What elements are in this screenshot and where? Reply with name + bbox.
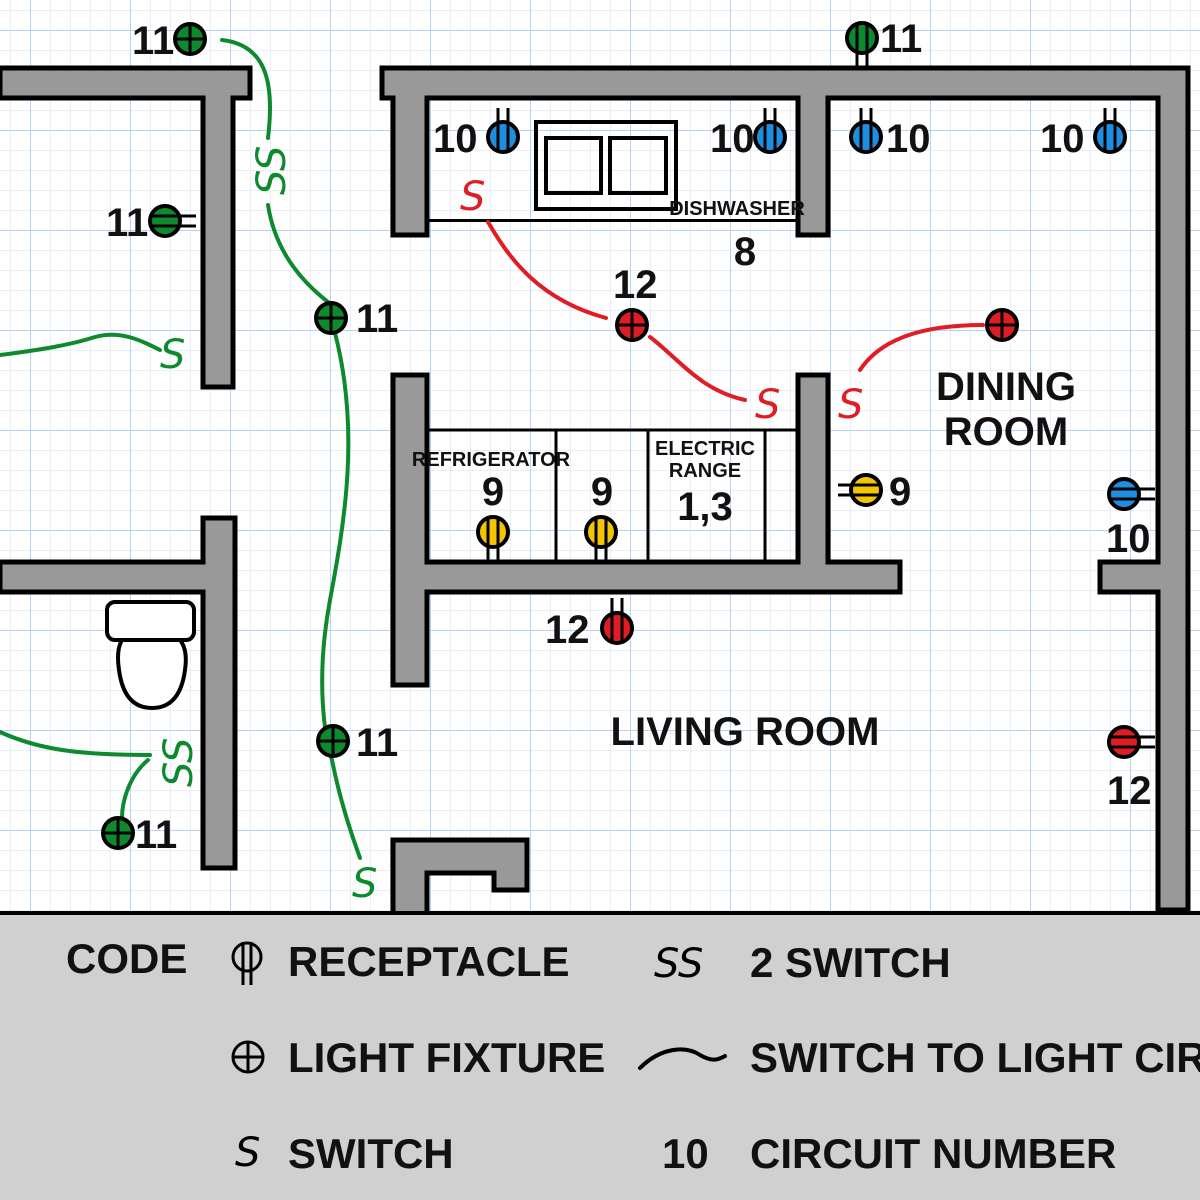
range-label: RANGE [669,460,741,482]
circuit-labels: 11 11 11 11 11 11 12 12 12 10 10 10 10 1… [106,17,1152,857]
receptacle-icon [584,515,618,560]
receptacle-icon [1107,477,1155,511]
legend-circuit-number: CIRCUIT NUMBER [750,1130,1116,1177]
dining-room-label: ROOM [944,410,1068,454]
wire-legend-icon [638,1047,727,1070]
circuit-label: 11 [106,201,148,245]
refrigerator-circuit-label: 9 [482,470,504,514]
light-fixture-icon [615,308,649,342]
light-fixture-icon [101,816,135,850]
circuit-label: 12 [545,608,590,652]
legend-two-switch: 2 SWITCH [750,939,951,986]
circuit-label: 10 [1040,117,1085,161]
circuit-label: 11 [356,297,398,341]
circuit-label: 11 [880,17,922,61]
legend-light-fixture: LIGHT FIXTURE [288,1034,605,1081]
double-switch-icon: SS [156,738,202,787]
switch-icon: S [160,332,185,378]
receptacle-icon [600,598,634,645]
circuit-label: 10 [710,117,755,161]
receptacle-icon [838,473,883,507]
receptacle-icon [849,108,883,154]
kitchen-sink [534,120,678,211]
switch-icon: S [460,174,485,220]
switches: SS S SS S S S S [156,146,863,907]
receptacle-legend-icon [231,941,263,985]
legend-receptacle: RECEPTACLE [288,938,570,985]
circuit-label: 12 [1107,769,1152,813]
circuit-wires [0,38,985,860]
room-labels: DINING ROOM LIVING ROOM [611,365,1076,754]
circuit-label: 12 [613,263,658,307]
dishwasher-label: DISHWASHER [669,198,805,220]
legend-circuit-line: SWITCH TO LIGHT CIRCUIT [750,1034,1200,1081]
appliance-labels: DISHWASHER 8 REFRIGERATOR 9 9 ELECTRIC R… [412,198,805,529]
living-room-label: LIVING ROOM [611,710,880,754]
legend: CODE RECEPTACLE LIGHT FIXTURE S SWITCH S… [0,911,1200,1200]
light-fixture-icon [985,308,1019,342]
circuit-label: 10 [433,117,478,161]
circuit-label: 10 [1106,517,1151,561]
switch-legend-icon: S [235,1130,260,1176]
dishwasher-circuit-label: 8 [734,230,756,274]
circuit-label: 9 [889,470,911,514]
light-fixture-icon [173,22,207,56]
refrigerator-label: REFRIGERATOR [412,449,571,471]
light-fixture-icon [314,301,348,335]
receptacle-icon [1107,725,1155,759]
receptacle-icon [845,21,879,66]
double-switch-legend-icon: SS [654,941,703,987]
receptacle-icon [148,204,196,238]
receptacles [148,21,1155,759]
circuit-label: 10 [886,117,931,161]
light-fixture-legend-icon [231,1040,265,1074]
range-label: ELECTRIC [655,438,755,460]
toilet-icon [105,600,196,711]
switch-icon: S [352,861,377,907]
circuit-number-example: 10 [662,1130,709,1177]
receptacle-icon [753,108,787,154]
legend-switch: SWITCH [288,1130,454,1177]
receptacle-icon [476,515,510,560]
circuit-label: 11 [356,721,398,765]
dining-room-label: DINING [936,365,1076,409]
light-fixture-icon [316,724,350,758]
range-circuit-label: 1,3 [677,485,733,529]
receptacle-icon [1093,108,1127,154]
cabinet-circuit-label: 9 [591,470,613,514]
legend-code-heading: CODE [66,935,187,982]
circuit-label: 11 [132,19,174,63]
receptacle-icon [486,108,520,154]
switch-icon: S [755,382,780,428]
appliance-bay [425,428,800,564]
switch-icon: S [838,382,863,428]
circuit-label: 11 [135,813,177,857]
double-switch-icon: SS [249,146,295,195]
legend-panel [0,913,1200,1200]
